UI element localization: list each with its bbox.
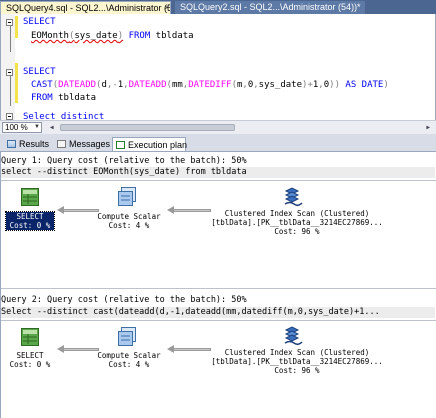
code-line-3: SELECT (23, 67, 56, 77)
clustered-index-scan-node-label[interactable]: Clustered Index Scan (Clustered)[tblData… (201, 209, 393, 236)
change-marker (15, 63, 18, 103)
node-cost: Cost: 0 % (9, 221, 51, 230)
node-name: Compute Scalar (97, 351, 161, 360)
tab-messages[interactable]: Messages (54, 137, 111, 151)
tab-label: Messages (69, 139, 111, 149)
tab-label: Execution plan (128, 140, 188, 150)
zoom-select[interactable]: 100 % ▼ (2, 122, 42, 133)
tab-execution-plan[interactable]: Execution plan (112, 137, 188, 151)
horizontal-scrollbar[interactable]: ◀ ▶ (50, 123, 430, 132)
node-cost: Cost: 96 % (274, 227, 320, 236)
collapse-icon[interactable] (6, 69, 13, 76)
close-icon[interactable]: ✕ (164, 4, 170, 12)
clustered-index-scan-icon[interactable] (282, 325, 304, 347)
tab-sqlquery4[interactable]: SQLQuery4.sql - SQL2...\Administrator (5… (0, 1, 171, 14)
divider (1, 320, 436, 321)
tab-results[interactable]: Results (4, 137, 50, 151)
compute-scalar-icon[interactable] (118, 187, 138, 207)
node-name: Compute Scalar (97, 212, 161, 221)
node-cost: Cost: 4 % (108, 360, 150, 369)
compute-scalar-icon[interactable] (118, 327, 138, 347)
node-object: [tblData].[PK__tblData__3214EC27869... (211, 357, 383, 366)
node-object: [tblData].[PK__tblData__3214EC27869... (211, 218, 383, 227)
zoom-value: 100 % (5, 123, 28, 132)
scroll-thumb[interactable] (60, 124, 235, 131)
editor-status-row: 100 % ▼ ◀ ▶ (0, 120, 436, 134)
collapse-icon[interactable] (6, 19, 13, 26)
document-tab-strip: SQLQuery4.sql - SQL2...\Administrator (5… (0, 0, 436, 14)
divider (1, 288, 436, 289)
tab-label: SQLQuery4.sql - SQL2...\Administrator (5… (6, 3, 171, 13)
sql-editor[interactable]: SELECT EOMonth(sys_date) FROM tbldata SE… (0, 14, 436, 120)
divider (1, 180, 436, 181)
node-name: Clustered Index Scan (Clustered) (224, 209, 370, 218)
node-cost: Cost: 96 % (274, 366, 320, 375)
flow-arrow (57, 206, 99, 214)
scroll-right-icon[interactable]: ▶ (426, 124, 430, 131)
messages-icon (57, 140, 66, 148)
code-line-6: Select distinct (23, 112, 105, 120)
scroll-left-icon[interactable]: ◀ (50, 124, 54, 131)
clustered-index-scan-icon[interactable] (282, 186, 304, 208)
outline-line (10, 76, 11, 106)
chevron-down-icon: ▼ (34, 124, 40, 130)
editor-margin (1, 14, 15, 120)
execution-plan-pane: Query 1: Query cost (relative to the bat… (0, 152, 436, 418)
flow-arrow (167, 345, 211, 353)
node-name: SELECT (16, 212, 44, 221)
change-marker (15, 16, 18, 38)
node-cost: Cost: 0 % (9, 360, 51, 369)
select-icon[interactable] (21, 188, 39, 206)
clustered-index-scan-node-label[interactable]: Clustered Index Scan (Clustered)[tblData… (201, 348, 393, 375)
results-tab-strip: Results Messages Execution plan (0, 134, 436, 152)
grid-icon (7, 140, 16, 148)
flow-arrow (167, 206, 211, 214)
tab-label: SQLQuery2.sql - SQL2...\Administrator (5… (180, 2, 361, 12)
query-1-header: Query 1: Query cost (relative to the bat… (1, 156, 247, 166)
query-1-sql: select --distinct EOMonth(sys_date) from… (1, 167, 435, 178)
code-line-1: SELECT (23, 17, 56, 27)
select-icon[interactable] (21, 328, 39, 346)
query-2-header: Query 2: Query cost (relative to the bat… (1, 295, 247, 305)
node-name: SELECT (16, 351, 44, 360)
tab-sqlquery2[interactable]: SQLQuery2.sql - SQL2...\Administrator (5… (175, 1, 365, 14)
code-line-4: CAST(DATEADD(d,-1,DATEADD(mm,DATEDIFF(m,… (31, 80, 389, 90)
query-2-sql: Select --distinct cast(dateadd(d,-1,date… (1, 307, 435, 318)
node-cost: Cost: 4 % (108, 221, 150, 230)
plan-icon (116, 141, 125, 149)
node-name: Clustered Index Scan (Clustered) (224, 348, 370, 357)
flow-arrow (57, 345, 99, 353)
code-line-5: FROM tbldata (31, 93, 97, 103)
collapse-icon[interactable] (6, 113, 13, 120)
tab-label: Results (19, 139, 50, 149)
code-line-2: EOMonth(sys_date) FROM tbldata (31, 31, 194, 41)
outline-line (10, 26, 11, 52)
